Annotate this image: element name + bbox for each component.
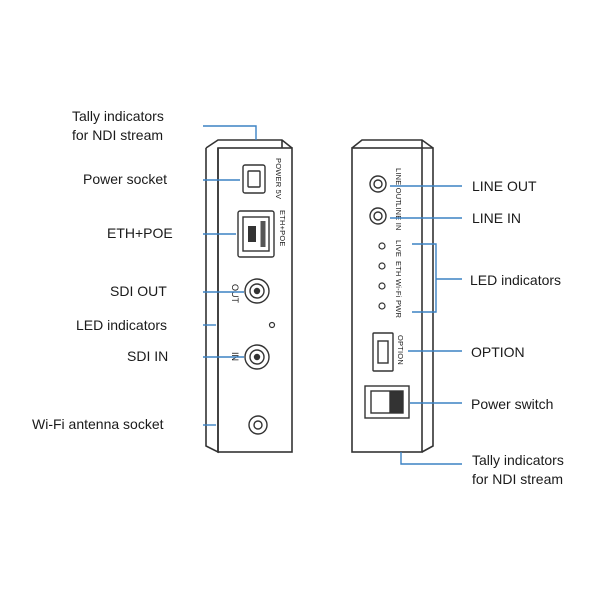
text-line-in: LINE IN <box>394 203 403 231</box>
label-line-out: LINE OUT <box>472 178 537 194</box>
sdi-in-ring-mid <box>249 349 265 365</box>
label-tally-top-line2: for NDI stream <box>72 127 164 143</box>
right-device-front-panel <box>351 147 423 453</box>
label-sdi-in: SDI IN <box>127 348 169 364</box>
left-device <box>205 139 293 454</box>
label-power-switch: Power switch <box>471 396 554 412</box>
sdi-out-ring-outer <box>244 278 270 304</box>
text-eth: ETH <box>394 261 403 277</box>
option-port-inner <box>377 340 389 364</box>
label-wifi-antenna: Wi-Fi antenna socket <box>32 416 164 432</box>
power-switch <box>364 385 410 419</box>
label-power-socket: Power socket <box>83 171 168 187</box>
sdi-in-connector <box>244 344 270 370</box>
led-eth <box>378 262 386 270</box>
power-socket-inner <box>247 170 261 188</box>
label-eth-poe: ETH+POE <box>107 225 173 241</box>
label-tally-bottom-line1: Tally indicators <box>472 452 564 468</box>
right-device <box>351 139 434 453</box>
line-in-jack-inner <box>373 211 383 221</box>
eth-port-outer <box>237 210 275 258</box>
left-device-front-panel <box>217 147 293 453</box>
power-socket-outer <box>242 164 266 194</box>
label-tally-bottom: Tally indicators for NDI stream <box>472 451 564 489</box>
eth-clip <box>248 226 256 242</box>
line-out-jack-outer <box>369 175 387 193</box>
leader-led-bracket <box>412 243 437 313</box>
text-power-5v: POWER 5V <box>274 158 283 199</box>
label-tally-top: Tally indicators for NDI stream <box>72 107 164 145</box>
leader-lines <box>203 125 462 465</box>
sdi-out-ring-mid <box>249 283 265 299</box>
label-tally-top-line1: Tally indicators <box>72 108 164 124</box>
label-sdi-out: SDI OUT <box>110 283 167 299</box>
label-led-indicators-right: LED indicators <box>470 272 562 288</box>
power-switch-pressed-side <box>389 391 403 413</box>
led-live <box>378 242 386 250</box>
led-pwr <box>378 302 386 310</box>
text-out: OUT <box>230 284 240 304</box>
option-port <box>372 332 394 372</box>
text-live: LIVE <box>394 240 403 257</box>
right-device-side <box>421 147 434 453</box>
text-wifi: Wi-Fi <box>394 279 403 298</box>
label-led-indicators-left: LED indicators <box>76 317 168 333</box>
sdi-out-pin <box>253 287 261 295</box>
text-pwr: PWR <box>394 300 403 318</box>
line-out-jack-inner <box>373 179 383 189</box>
right-led-indicators <box>378 242 386 310</box>
label-tally-bottom-line2: for NDI stream <box>472 471 564 487</box>
eth-port <box>237 210 275 258</box>
label-option: OPTION <box>471 344 525 360</box>
leader-tally-bottom <box>400 452 462 465</box>
left-led-indicator <box>268 321 276 329</box>
left-device-top-edge <box>205 139 293 149</box>
sdi-in-ring-outer <box>244 344 270 370</box>
eth-port-inner <box>242 216 270 252</box>
wifi-antenna-socket <box>248 415 268 435</box>
power-socket <box>242 164 266 194</box>
line-in-jack-outer <box>369 207 387 225</box>
option-port-outer <box>372 332 394 372</box>
label-line-in: LINE IN <box>472 210 522 226</box>
right-device-top-edge <box>351 139 434 149</box>
leader-tally-top <box>203 125 257 140</box>
sdi-in-pin <box>253 353 261 361</box>
wifi-socket-inner <box>253 420 263 430</box>
text-eth-poe: ETH+POE <box>278 210 287 247</box>
line-in-jack <box>369 207 387 225</box>
wifi-socket-outer <box>248 415 268 435</box>
line-out-jack <box>369 175 387 193</box>
power-switch-bezel <box>364 385 410 419</box>
left-device-side <box>205 148 219 454</box>
sdi-out-connector <box>244 278 270 304</box>
led-wifi <box>378 282 386 290</box>
text-option: OPTION <box>396 335 405 365</box>
